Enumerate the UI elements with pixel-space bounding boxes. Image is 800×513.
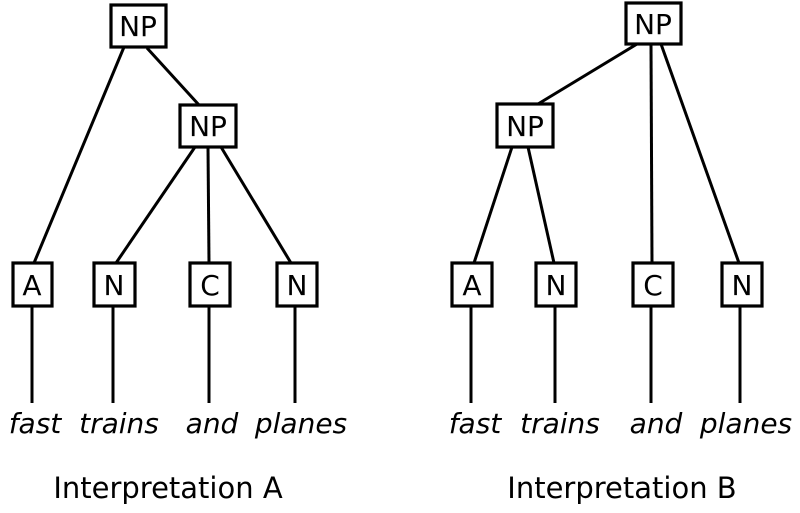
caption-interpretation-b: Interpretation B	[507, 471, 736, 505]
edge-root-to-n2	[659, 43, 741, 264]
node-label: A	[462, 269, 481, 302]
edge-inner-to-n1	[526, 146, 556, 264]
word-and: and	[186, 407, 239, 440]
tree-a-edges	[30, 46, 297, 403]
tree-b-node-n2: N	[720, 261, 764, 308]
tree-b-node-a: A	[450, 261, 494, 308]
node-box	[275, 261, 319, 308]
node-label: N	[546, 269, 567, 302]
tree-a-node-inner-np: NP	[178, 103, 238, 149]
edge-inner-to-a	[472, 146, 514, 264]
node-box	[92, 261, 137, 308]
word-trains: trains	[520, 407, 600, 440]
node-box	[495, 102, 555, 149]
tree-b-node-root-np: NP	[624, 1, 683, 46]
node-label: C	[643, 269, 663, 302]
word-planes: planes	[699, 407, 792, 440]
node-box	[11, 261, 54, 308]
word-and: and	[630, 407, 683, 440]
tree-a-node-c: C	[188, 261, 232, 308]
node-label: NP	[634, 8, 672, 41]
node-label: C	[200, 269, 220, 302]
node-label: NP	[119, 10, 157, 43]
tree-b-node-c: C	[631, 261, 675, 308]
edge-root-to-inner-np	[537, 42, 638, 106]
tree-a-node-n2: N	[275, 261, 319, 308]
tree-b-node-n1: N	[534, 261, 578, 308]
node-box	[109, 3, 168, 49]
tree-interpretation-a: NP NP A N C N fast	[9, 3, 347, 505]
node-box	[624, 1, 683, 46]
edge-root-to-c	[649, 43, 654, 264]
node-box	[188, 261, 232, 308]
word-planes: planes	[254, 407, 347, 440]
tree-interpretation-b: NP NP A N C N fast	[449, 1, 792, 505]
edge-inner-to-c	[206, 146, 211, 264]
node-label: A	[22, 269, 41, 302]
edge-inner-to-n2	[219, 146, 293, 264]
node-box	[534, 261, 578, 308]
node-box	[450, 261, 494, 308]
tree-a-node-n1: N	[92, 261, 137, 308]
node-box	[720, 261, 764, 308]
edge-root-to-inner-np	[145, 46, 201, 107]
edge-root-to-a	[32, 46, 126, 264]
node-label: NP	[506, 110, 544, 143]
tree-a-node-a: A	[11, 261, 54, 308]
caption-interpretation-a: Interpretation A	[53, 471, 283, 505]
node-label: N	[732, 269, 753, 302]
node-label: N	[287, 269, 308, 302]
node-label: NP	[189, 110, 227, 143]
word-trains: trains	[79, 407, 159, 440]
tree-b-edges	[469, 42, 742, 403]
node-label: N	[104, 269, 125, 302]
tree-b-node-inner-np: NP	[495, 102, 555, 149]
tree-a-node-root-np: NP	[109, 3, 168, 49]
node-box	[631, 261, 675, 308]
node-box	[178, 103, 238, 149]
edge-inner-to-n1	[114, 146, 197, 264]
word-fast: fast	[9, 407, 63, 440]
word-fast: fast	[449, 407, 503, 440]
